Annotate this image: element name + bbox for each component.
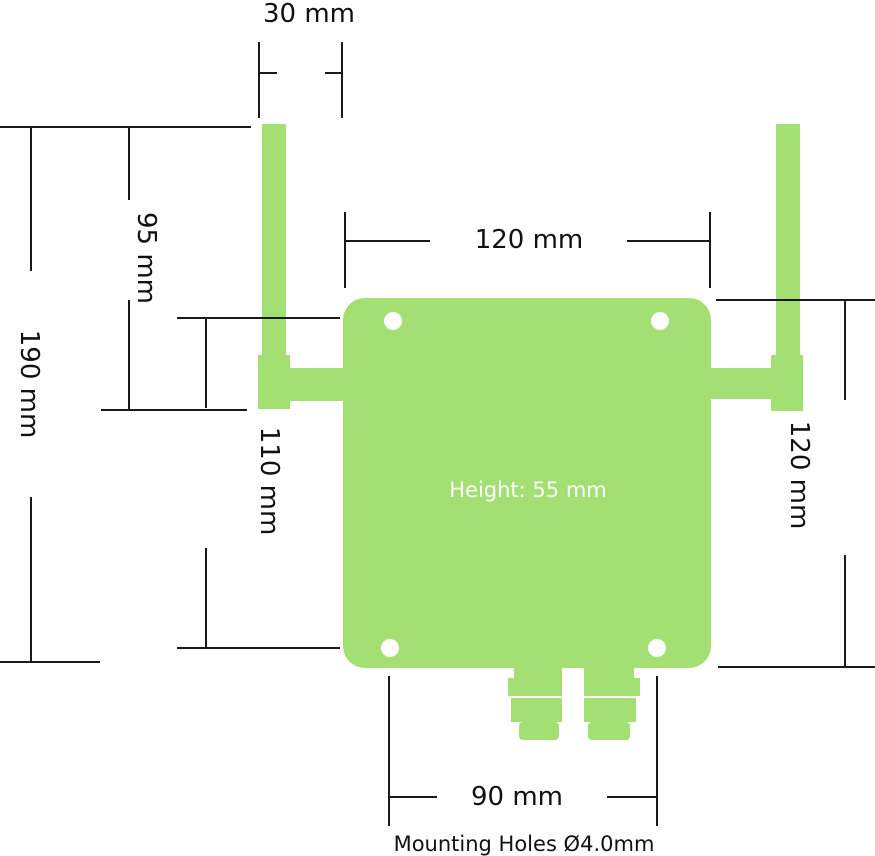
label-body-width: 120 mm xyxy=(475,225,584,255)
left-antenna xyxy=(262,124,286,358)
label-antenna-width: 30 mm xyxy=(263,0,355,29)
dimension-labels: 30 mm 120 mm 90 mm Mounting Holes Ø4.0mm… xyxy=(14,0,814,856)
right-antenna-arm xyxy=(709,368,773,399)
dim-hole-spacing xyxy=(388,676,658,826)
dim-antenna-width xyxy=(258,42,343,118)
dim-body-height-left xyxy=(177,317,340,649)
label-body-height-right: 120 mm xyxy=(784,421,814,530)
right-antenna xyxy=(776,124,800,358)
dim-total-height xyxy=(0,126,251,663)
label-mounting-holes: Mounting Holes Ø4.0mm xyxy=(394,832,655,856)
mounting-hole-top-right xyxy=(651,312,669,330)
cable-gland-right xyxy=(584,666,640,740)
mounting-hole-top-left xyxy=(384,312,402,330)
dim-body-width xyxy=(344,212,711,288)
label-body-height-left: 110 mm xyxy=(254,427,284,536)
label-hole-spacing: 90 mm xyxy=(471,782,563,812)
dim-antenna-offset xyxy=(101,127,247,411)
mounting-hole-bottom-right xyxy=(648,639,666,657)
label-total-height: 190 mm xyxy=(14,330,44,439)
right-antenna-base xyxy=(771,355,803,411)
mounting-hole-bottom-left xyxy=(381,639,399,657)
label-antenna-offset: 95 mm xyxy=(131,212,161,304)
device-body-group: Height: 55 mm xyxy=(258,124,803,740)
cable-gland-left xyxy=(508,666,562,740)
left-antenna-base xyxy=(258,355,290,409)
left-antenna-arm xyxy=(288,368,345,401)
depth-label: Height: 55 mm xyxy=(449,478,606,502)
dimension-lines xyxy=(0,42,875,826)
enclosure-body xyxy=(343,298,711,668)
dim-body-height-right xyxy=(716,299,875,668)
